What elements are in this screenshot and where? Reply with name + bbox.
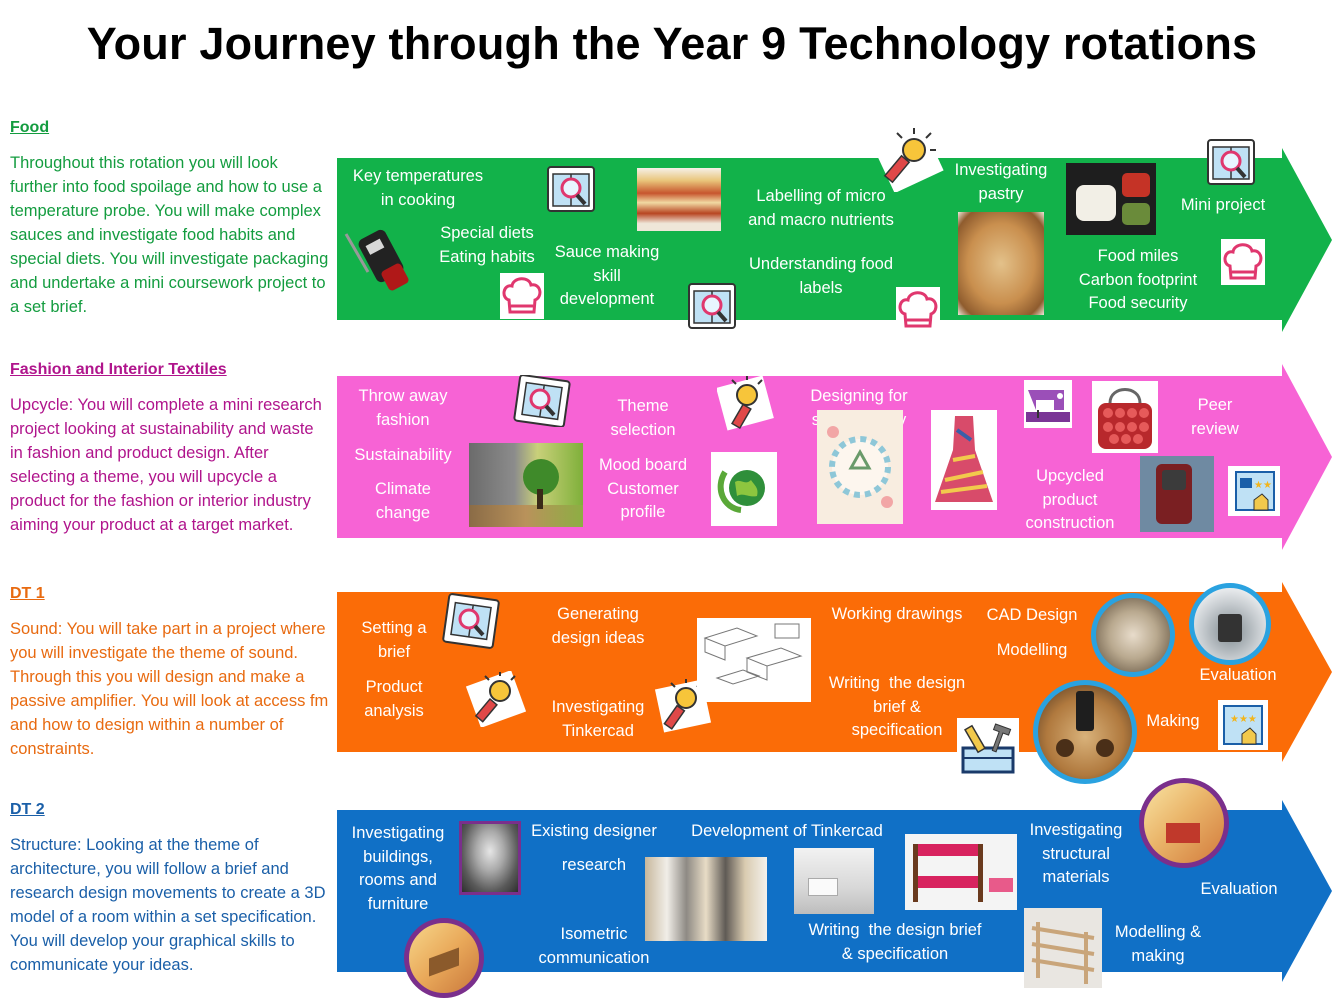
dt1-label-cad-design: CAD Design <box>986 606 1078 624</box>
textiles-label-upcycled: Upcycled product construction <box>1025 467 1115 532</box>
lightbulb-pencil-icon <box>874 126 944 194</box>
food-label-sauce-making: Sauce making skill development <box>554 243 660 308</box>
lightbulb-pencil-icon <box>465 670 527 728</box>
textiles-description: Upcycle: You will complete a mini resear… <box>10 396 322 534</box>
dt2-label-modelling-making: Modelling & making <box>1114 923 1202 965</box>
dt1-label-making: Making <box>1146 712 1200 730</box>
food-description: Throughout this rotation you will look f… <box>10 154 329 316</box>
bottle-cap-bag-photo <box>1092 381 1158 453</box>
moodboard-collage-image <box>645 857 767 941</box>
cad-amplifier-render <box>1091 593 1175 677</box>
dt1-label-tinkercad: Investigating Tinkercad <box>551 698 645 740</box>
evaluation-room-render <box>1139 778 1229 868</box>
food-label-labelling: Labelling of micro and macro nutrients <box>748 187 894 229</box>
textiles-label-peer-review: Peer review <box>1191 396 1239 438</box>
upcycled-dress-photo <box>931 410 997 510</box>
isometric-room-render <box>404 918 484 998</box>
dt2-label-structural-materials: Investigating structural materials <box>1029 821 1123 886</box>
textiles-heading: Fashion and Interior Textiles <box>10 361 227 378</box>
pastry-roll-photo <box>958 212 1044 315</box>
textiles-label-mood-board: Mood board Customer profile <box>598 456 688 521</box>
dt1-label-writing-brief: Writing the design brief & specification <box>828 674 966 739</box>
food-label-special-diets: Special diets Eating habits <box>439 224 535 266</box>
dt2-label-existing-designer: Existing designer <box>531 822 657 840</box>
dt1-label-modelling: Modelling <box>996 641 1068 659</box>
design-sketch-image <box>697 618 811 702</box>
lasagne-photo <box>637 168 721 231</box>
textiles-label-climate: Climate change <box>375 480 431 522</box>
lightbulb-pencil-icon <box>716 375 775 433</box>
thermometer-probe-icon <box>344 226 424 298</box>
bunk-bed-render <box>905 834 1017 910</box>
toolbox-icon <box>957 718 1019 778</box>
magnifier-book-icon <box>1205 137 1257 187</box>
sewing-machine-icon <box>1024 380 1072 428</box>
magnifier-book-icon <box>441 593 501 651</box>
magnifier-book-icon <box>686 281 738 331</box>
textiles-label-theme: Theme selection <box>610 397 676 439</box>
dt1-description: Sound: You will take part in a project w… <box>10 620 329 758</box>
dt1-label-evaluation: Evaluation <box>1199 666 1277 684</box>
chef-hat-icon <box>1220 238 1266 286</box>
making-amplifier-photo <box>1033 680 1137 784</box>
eco-globe-icon <box>711 452 777 526</box>
chef-hat-icon <box>499 272 545 320</box>
dt1-label-product-analysis: Product analysis <box>364 678 424 720</box>
dt2-label-evaluation: Evaluation <box>1200 880 1278 898</box>
designer-portrait-photo <box>459 821 521 895</box>
structural-model-photo <box>1024 908 1102 988</box>
tinkercad-room-render <box>794 848 874 914</box>
dt1-label-generating-ideas: Generating design ideas <box>551 605 645 647</box>
dt2-label-isometric: Isometric communication <box>538 925 650 967</box>
dt2-label-tinkercad: Development of Tinkercad <box>691 822 883 840</box>
review-rating-icon: ★★ <box>1228 466 1280 516</box>
sustainability-recycle-image <box>817 410 903 524</box>
textiles-label-sustainability: Sustainability <box>354 446 452 464</box>
food-label-food-labels: Understanding food labels <box>748 255 894 297</box>
dt2-description: Structure: Looking at the theme of archi… <box>10 836 326 974</box>
food-label-pastry: Investigating pastry <box>954 161 1048 203</box>
dt2-heading: DT 2 <box>10 801 45 818</box>
svg-text:★★★: ★★★ <box>1230 714 1257 725</box>
svg-text:★★: ★★ <box>1254 480 1272 491</box>
dt1-heading: DT 1 <box>10 585 45 602</box>
food-label-mini-project: Mini project <box>1180 196 1266 214</box>
dt1-label-setting-brief: Setting a brief <box>361 619 427 661</box>
upcycled-phone-case-photo <box>1140 456 1214 532</box>
page-title: Your Journey through the Year 9 Technolo… <box>86 18 1258 69</box>
meal-tray-photo <box>1066 163 1156 235</box>
food-label-key-temperatures: Key temperatures in cooking <box>352 167 484 209</box>
dt1-label-working-drawings: Working drawings <box>831 605 963 623</box>
food-heading: Food <box>10 119 50 136</box>
dt2-label-investigating-buildings: Investigating buildings, rooms and furni… <box>351 824 445 913</box>
evaluation-amplifier-photo <box>1189 583 1271 665</box>
magnifier-book-icon <box>545 164 597 214</box>
climate-tree-photo <box>469 443 583 527</box>
dt2-label-writing-brief: Writing the design brief & specification <box>808 921 982 963</box>
dt2-label-research: research <box>561 856 627 874</box>
magnifier-book-icon <box>512 374 572 428</box>
food-label-food-miles: Food miles Carbon footprint Food securit… <box>1078 247 1198 312</box>
chef-hat-icon <box>895 286 941 334</box>
review-rating-icon: ★★★ <box>1218 700 1268 750</box>
textiles-label-throw-away: Throw away fashion <box>358 387 448 429</box>
